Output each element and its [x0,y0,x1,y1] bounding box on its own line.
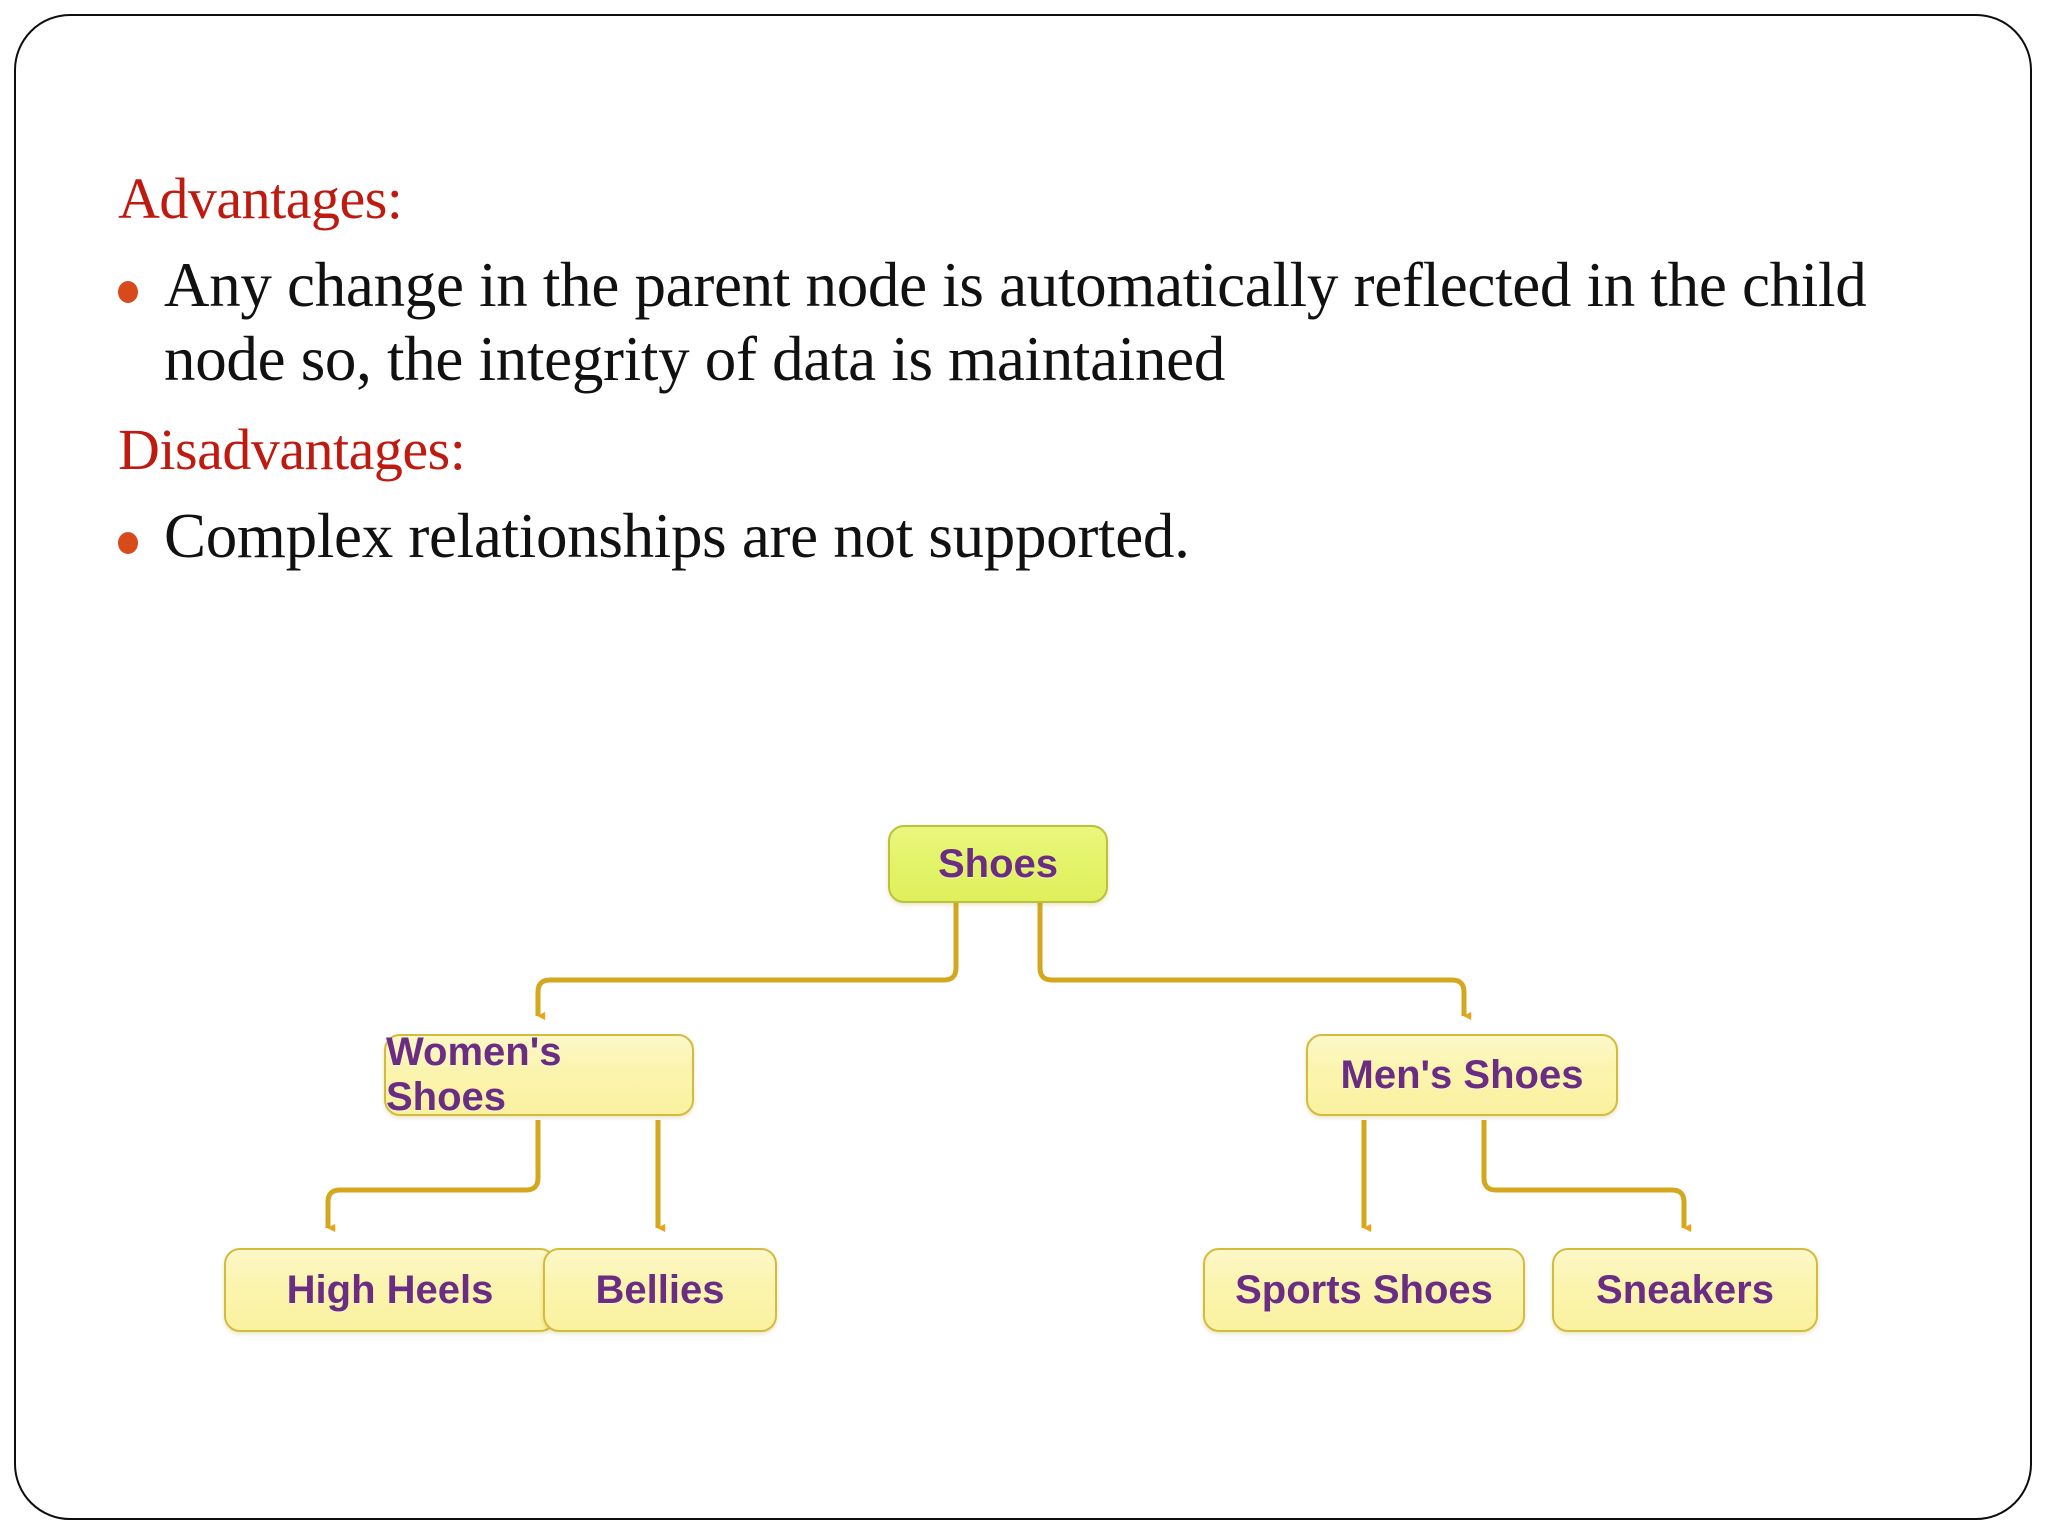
tree-node-label: Bellies [595,1267,725,1312]
tree-node-high-heels[interactable]: High Heels [224,1248,556,1332]
tree-node-label: Women's Shoes [386,1030,562,1119]
tree-node-label: Sneakers [1596,1267,1774,1312]
bullet-dot-icon [118,281,138,304]
tree-node-label: Shoes [937,841,1059,886]
tree-node-label: Sports Shoes [1235,1267,1493,1312]
connector-womens-to-highheels [325,1120,541,1233]
heading-advantages: Advantages: [118,166,403,231]
tree-node-bellies[interactable]: Bellies [543,1248,777,1332]
spacer [118,397,1908,419]
tree-connectors [325,902,1692,1233]
bullet-text-advantage: Any change in the parent node is automat… [164,250,1867,395]
connector-shoes-to-mens [1037,902,1472,1021]
bullet-text-disadvantage: Complex relationships are not supported. [164,501,1190,572]
tree-node-mens-shoes[interactable]: Men's Shoes [1306,1034,1618,1116]
bullet-item-disadvantage: Complex relationships are not supported. [118,500,1908,574]
connector-shoes-to-womens [535,902,959,1021]
text-block: Advantages: Any change in the parent nod… [118,168,1908,574]
hierarchical-tree-diagram: Shoes Women's Shoes Men's Shoes High Hee… [224,825,1818,1450]
tree-node-sports-shoes[interactable]: Sports Shoes [1203,1248,1525,1332]
connector-mens-to-sneakers [1481,1120,1692,1233]
tree-node-shoes[interactable]: Shoes [888,825,1108,903]
bullet-dot-icon [118,532,138,555]
heading-disadvantages: Disadvantages: [118,416,466,482]
bullet-item-advantage: Any change in the parent node is automat… [118,249,1908,396]
tree-node-womens-shoes[interactable]: Women's Shoes [384,1030,694,1119]
tree-node-label: Men's Shoes [1340,1052,1584,1097]
tree-node-label: High Heels [286,1267,494,1312]
tree-node-sneakers[interactable]: Sneakers [1552,1248,1818,1332]
